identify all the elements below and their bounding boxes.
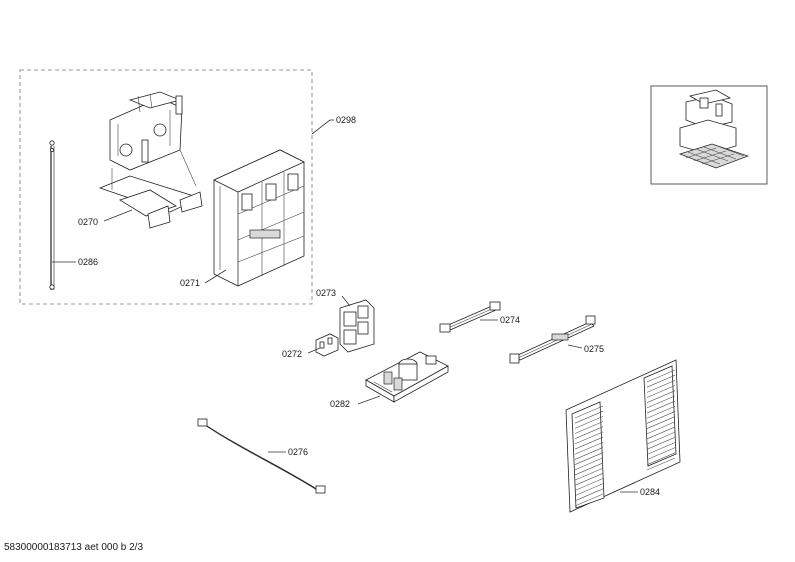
part-0276-wire [197, 418, 326, 494]
grille-slat [646, 385, 676, 398]
grille-slat [574, 405, 604, 419]
label-0284: 0284 [640, 487, 660, 497]
grille-slat [646, 452, 676, 466]
label-0298: 0298 [336, 115, 356, 125]
label-0282: 0282 [330, 399, 350, 409]
grille-slat [574, 426, 604, 439]
grille-slat [646, 426, 676, 440]
grille-slat [646, 442, 676, 455]
grille-slat [646, 437, 676, 450]
label-0271: 0271 [180, 278, 200, 288]
assembly-group-box [19, 69, 313, 305]
grille-slat [574, 410, 604, 424]
grille-slat [574, 493, 604, 507]
grille-slat [646, 374, 676, 388]
grille-slat [646, 405, 676, 419]
part-0286-cable [49, 140, 55, 290]
part-0272-connector [315, 333, 339, 357]
grille-slat [574, 421, 604, 434]
label-0273: 0273 [316, 288, 336, 298]
grille-slat [574, 431, 604, 445]
label-0275: 0275 [584, 344, 604, 354]
part-0282-power-board [365, 351, 449, 403]
grille-slat [574, 436, 604, 450]
part-0275-cable [509, 315, 596, 364]
grille-slat [574, 473, 604, 486]
leader-lines [52, 119, 638, 493]
grille-slat [574, 457, 604, 471]
part-0284-grille [565, 359, 681, 513]
grille-slat [646, 457, 676, 471]
label-0270: 0270 [78, 217, 98, 227]
grille-slat [646, 400, 676, 414]
grille-slat [646, 390, 676, 403]
grille-slat [574, 467, 604, 481]
part-0273-relay-board [339, 299, 375, 353]
label-0286: 0286 [78, 257, 98, 267]
label-0272: 0272 [282, 349, 302, 359]
grille-slat [646, 380, 676, 393]
part-0271-frame [213, 149, 305, 287]
grille-slat [574, 452, 604, 465]
grille-slat [646, 431, 676, 445]
grille-slat [574, 488, 604, 502]
grille-slat [574, 447, 604, 460]
grille-slat [574, 483, 604, 496]
grille-slat [646, 421, 676, 435]
grille-slat [574, 478, 604, 491]
grille-slat [574, 441, 604, 455]
part-0274-ribbon-cable [439, 301, 501, 333]
overview-thumbnail [650, 85, 768, 185]
grille-slat [646, 416, 676, 429]
grille-slat [646, 369, 676, 383]
document-footer: 58300000183713 aet 000 b 2/3 [4, 542, 144, 553]
label-0274: 0274 [500, 315, 520, 325]
label-0276: 0276 [288, 447, 308, 457]
grille-slat [646, 411, 676, 424]
grille-slat [646, 447, 676, 460]
grille-slat [574, 416, 604, 429]
grille-slat [574, 462, 604, 476]
part-0270-bracket [98, 91, 203, 229]
grille-slat [646, 395, 676, 409]
